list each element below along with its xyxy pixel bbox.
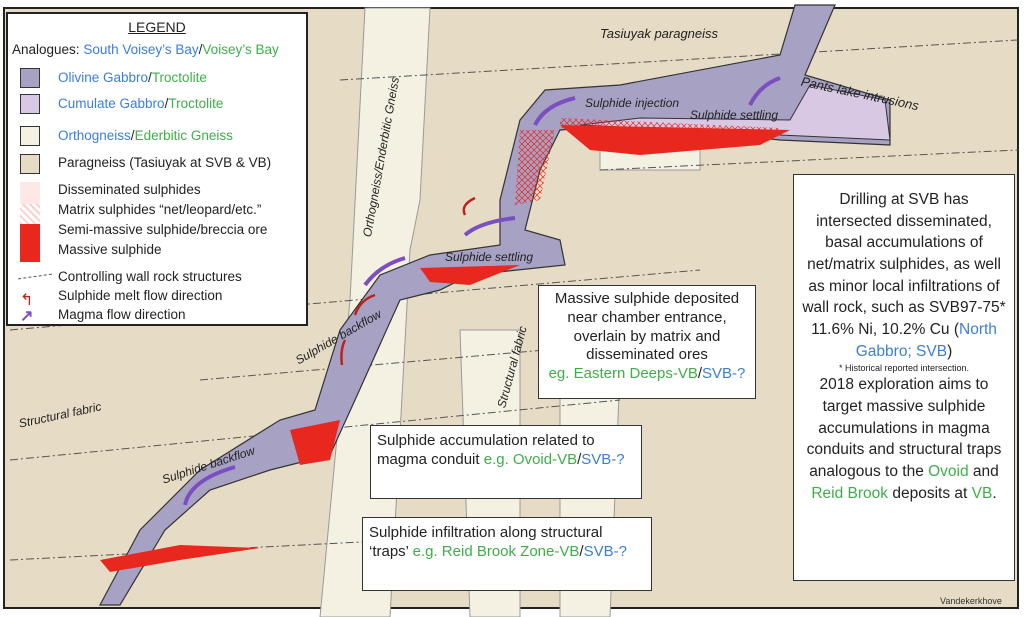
magma-flow-arrows	[183, 76, 781, 506]
credit: Vandekerkhove	[940, 596, 1002, 606]
paragneiss-swatch	[20, 154, 40, 174]
legend-magma-flow: Magma flow direction	[58, 307, 186, 322]
callout-conduit: Sulphide accumulation related to magma c…	[370, 425, 642, 499]
callout-massive-entrance: Massive sulphide deposited near chamber …	[538, 285, 756, 399]
label-settling-mid: Sulphide settling	[445, 250, 534, 264]
matrix-swatch	[20, 204, 40, 224]
sulphide-swatch-stack	[20, 182, 40, 262]
analogue-svb: South Voisey’s Bay	[83, 42, 199, 57]
ovoid-sulphide	[290, 420, 340, 465]
label-tasiuyak: Tasiuyak paragneiss	[600, 26, 719, 41]
massive-sulphide-mid	[420, 265, 520, 285]
callout-traps: Sulphide infiltration along structural ‘…	[362, 517, 652, 591]
olivine-gabbro-swatch	[20, 68, 40, 88]
legend-structures: Controlling wall rock structures	[58, 269, 242, 284]
legend-semi-massive: Semi-massive sulphide/breccia ore	[58, 222, 268, 237]
massive-swatch	[20, 224, 40, 262]
sulphide-flow-arrows	[340, 196, 476, 366]
callout-drilling: Drilling at SVB has intersected dissemin…	[793, 174, 1015, 581]
legend-orthogneiss: Orthogneiss/Ederbitic Gneiss	[58, 128, 233, 143]
legend-title: LEGEND	[128, 19, 186, 35]
structure-line-icon	[18, 273, 52, 280]
legend-massive: Massive sulphide	[58, 242, 162, 257]
legend-paragneiss: Paragneiss (Tasiuyak at SVB & VB)	[58, 155, 272, 170]
legend-analogues: Analogues: South Voisey’s Bay/Voisey’s B…	[12, 42, 279, 57]
footnote: * Historical reported intersection.	[838, 362, 970, 373]
sulphide-flow-icon: ↰	[20, 292, 34, 309]
reid-brook-sulphide	[100, 545, 260, 572]
magma-flow-icon: ↗	[20, 308, 34, 325]
label-settling-top: Sulphide settling	[690, 108, 779, 122]
disseminated-swatch	[20, 182, 40, 204]
legend-cumulate: Cumulate Gabbro/Troctolite	[58, 96, 224, 111]
cumulate-gabbro-swatch	[20, 94, 40, 114]
matrix-sulphide-top	[560, 118, 780, 134]
legend: LEGEND Analogues: South Voisey’s Bay/Voi…	[6, 12, 308, 326]
legend-matrix: Matrix sulphides “net/leopard/etc.”	[58, 202, 262, 217]
matrix-sulphide	[515, 130, 555, 205]
orthogneiss-swatch	[20, 126, 40, 146]
legend-disseminated: Disseminated sulphides	[58, 182, 201, 197]
analogues-label: Analogues:	[12, 42, 80, 57]
analogue-vb: Voisey’s Bay	[202, 42, 279, 57]
legend-sulphide-flow: Sulphide melt flow direction	[58, 288, 223, 303]
legend-olivine: Olivine Gabbro/Troctolite	[58, 70, 207, 85]
label-injection: Sulphide injection	[585, 96, 680, 110]
